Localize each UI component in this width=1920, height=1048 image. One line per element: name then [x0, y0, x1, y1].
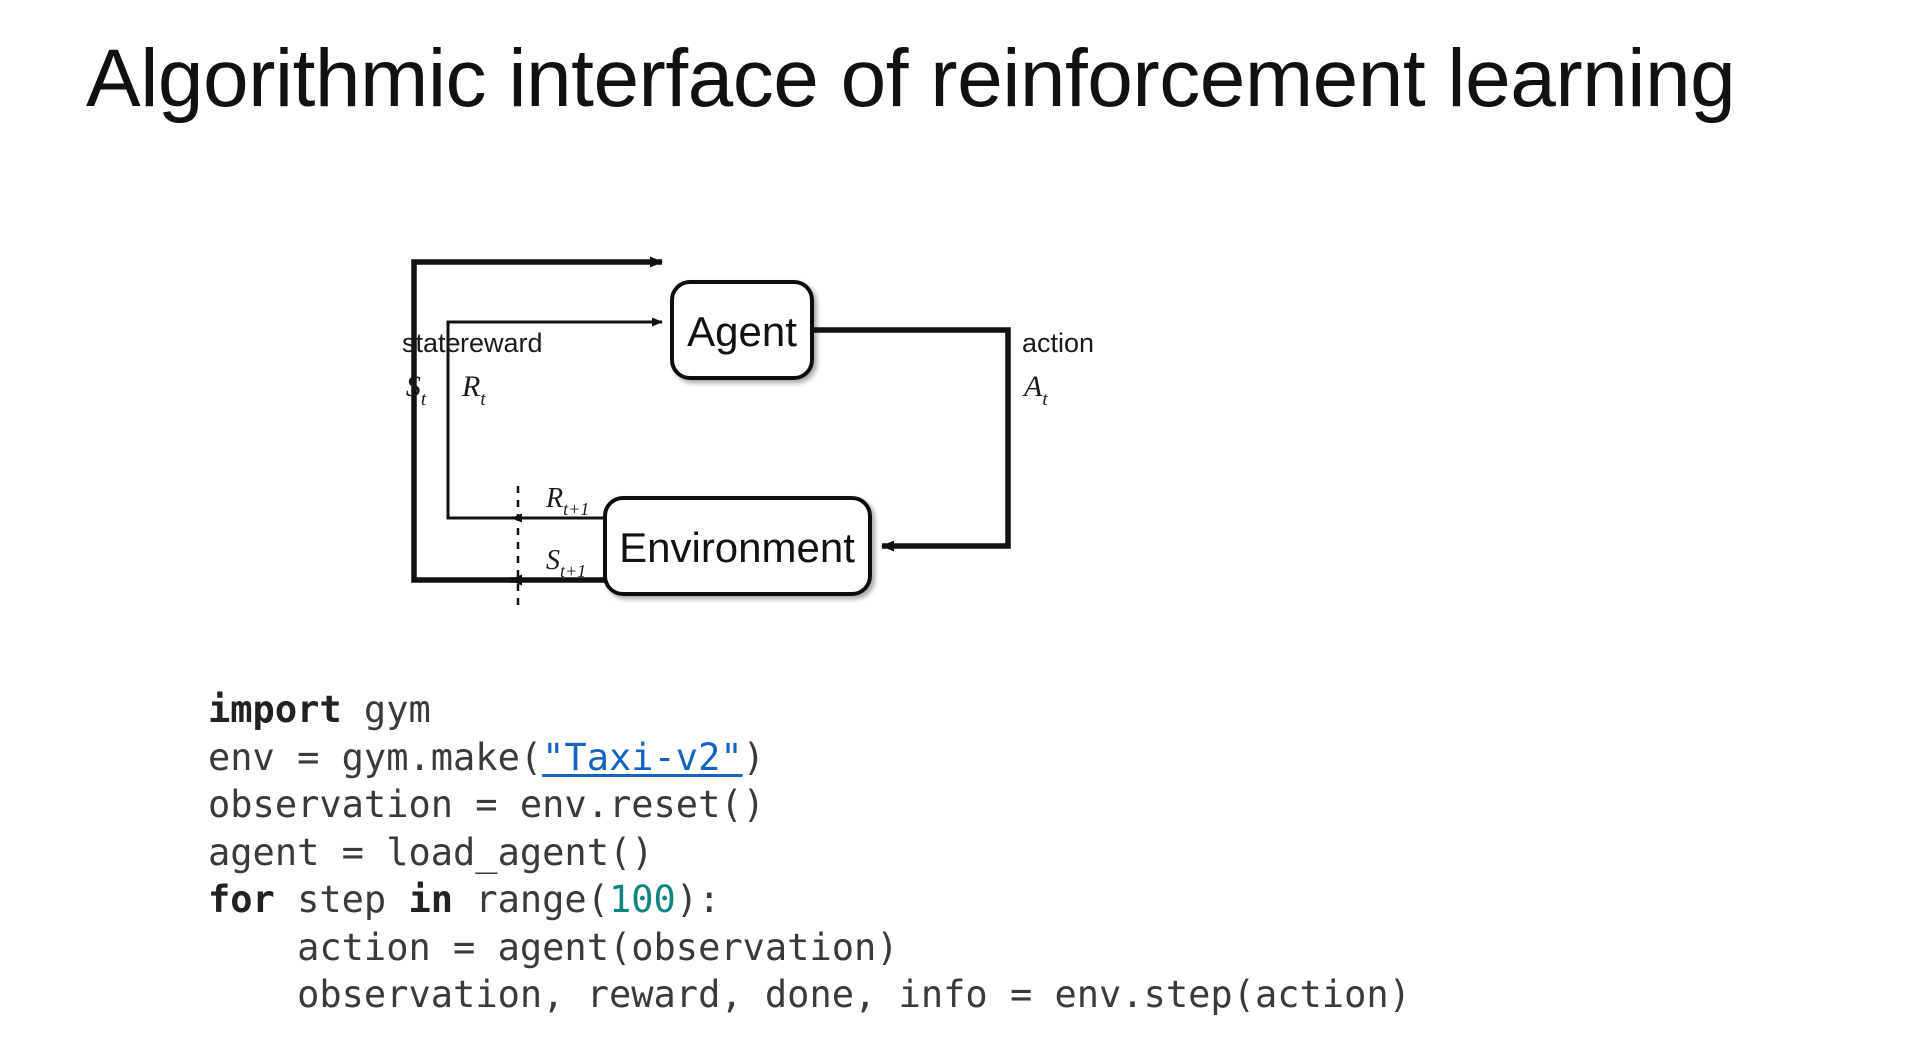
reward-symbol: Rt: [461, 370, 486, 410]
label-next-state: St+1: [546, 545, 586, 581]
state-symbol: St: [406, 370, 427, 410]
node-environment: Environment: [603, 496, 872, 596]
label-reward: reward Rt: [460, 328, 543, 410]
code-text: env = gym.make(: [208, 735, 543, 779]
code-number: 100: [608, 878, 676, 921]
code-text: observation = env.reset(): [208, 783, 765, 826]
action-symbol: At: [1022, 370, 1048, 410]
edge-action: [812, 327, 1011, 552]
label-next-reward: Rt+1: [545, 483, 589, 519]
reward-word: reward: [460, 328, 543, 358]
edge-reward: [446, 317, 663, 520]
code-string-link[interactable]: "Taxi-v2": [542, 735, 743, 779]
code-keyword: for: [208, 878, 275, 921]
code-text: gym: [341, 688, 431, 731]
code-text: ): [742, 735, 765, 779]
code-keyword: in: [408, 878, 454, 921]
page-title: Algorithmic interface of reinforcement l…: [86, 33, 1736, 124]
node-agent: Agent: [670, 280, 814, 380]
code-line: env = gym.make("Taxi-v2"): [208, 734, 1411, 782]
diagram-svg: Agent Environment state: [402, 256, 1094, 610]
code-indent: [208, 926, 297, 969]
code-line: for step in range(100):: [208, 876, 1411, 924]
code-indent: [208, 973, 297, 1016]
code-line: agent = load_agent(): [208, 829, 1411, 877]
code-text: range(: [453, 878, 609, 921]
code-text: agent = load_agent(): [208, 830, 654, 874]
code-line: observation = env.reset(): [208, 781, 1411, 829]
label-action: action At: [1022, 328, 1094, 410]
code-line: import gym: [208, 686, 1411, 734]
agent-label: Agent: [687, 308, 797, 355]
code-text: ):: [675, 878, 721, 921]
state-word: state: [402, 328, 461, 358]
environment-box: [603, 496, 872, 596]
code-text: action = agent(observation): [297, 925, 899, 969]
code-line: action = agent(observation): [208, 924, 1411, 972]
code-keyword: import: [208, 688, 342, 731]
label-state: state St: [402, 328, 461, 410]
action-word: action: [1022, 328, 1094, 358]
code-text: observation, reward, done, info = env.st…: [297, 973, 1411, 1016]
code-text: step: [274, 878, 409, 921]
environment-label: Environment: [619, 524, 855, 571]
agent-environment-diagram: Agent Environment state: [400, 200, 1350, 620]
edge-state: [411, 256, 663, 583]
code-line: observation, reward, done, info = env.st…: [208, 971, 1411, 1019]
